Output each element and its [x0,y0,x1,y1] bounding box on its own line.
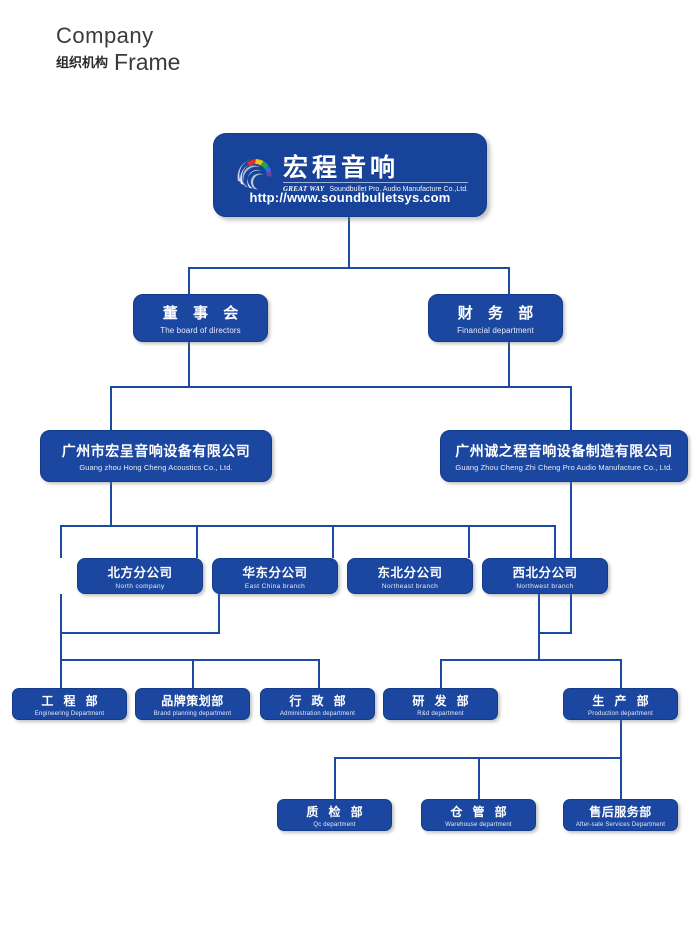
node-rd-department-en: R&d department [417,710,464,717]
node-financial-department-cn: 财 务 部 [457,303,539,322]
node-company-logo[interactable]: 宏程音响 GREAT WAY Soundbullet Pro. Audio Ma… [213,133,487,217]
node-qc-department-en: Qc department [313,821,356,828]
connector-dept-production-drop [620,659,622,688]
logo-website-url[interactable]: http://www.soundbulletsys.com [249,190,451,205]
node-branch-northeast-cn: 东北分公司 [377,565,443,580]
connector-left-group-riser-a [60,594,62,633]
connector-left-group-down-a [60,632,62,660]
title-company-word: Company [56,23,154,48]
connector-dept-brand-drop [192,659,194,688]
node-engineering-department[interactable]: 工 程 部 Engineering Department [12,688,127,720]
node-warehouse-department-cn: 仓 管 部 [450,804,510,819]
logo-company-english: Soundbullet Pro. Audio Manufacture Co.,L… [329,185,469,193]
node-production-department-en: Production department [588,710,653,717]
connector-dept-qc-drop [334,757,336,799]
node-branch-east-china[interactable]: 华东分公司 East China branch [212,558,338,594]
node-warehouse-department-en: Warehouse department [445,821,512,828]
connector-departments-bar-right [440,659,622,661]
node-board-of-directors-en: The board of directors [160,325,241,335]
node-brand-planning-department[interactable]: 品牌策划部 Brand planning department [135,688,250,720]
node-branch-northwest[interactable]: 西北分公司 Northwest branch [482,558,608,594]
connector-logo-stem [348,215,350,268]
node-company-hong-cheng-cn: 广州市宏呈音响设备有限公司 [61,443,251,460]
logo-great-way-text: GREAT WAY [282,184,325,193]
node-company-cheng-zhi-cheng[interactable]: 广州诚之程音响设备制造有限公司 Guang Zhou Cheng Zhi Che… [440,430,688,482]
title-chinese: 组织机构 [56,56,109,71]
node-branch-northwest-en: Northwest branch [516,583,574,590]
connector-company-left-stem [110,482,112,526]
node-branch-east-china-cn: 华东分公司 [242,565,308,580]
node-aftersale-services-department-en: After-sale Services Department [575,821,666,828]
connector-branch-northwest-drop [468,525,470,558]
connector-departments-bar-left [60,659,320,661]
connector-board-drop [188,267,190,294]
connector-company-left-drop [110,386,112,430]
connector-finance-drop [508,267,510,294]
node-branch-northeast[interactable]: 东北分公司 Northeast branch [347,558,473,594]
connector-dept-rd-drop [440,659,442,688]
node-brand-planning-department-cn: 品牌策划部 [161,693,224,708]
node-administration-department-en: Administration department [279,710,356,717]
node-board-of-directors[interactable]: 董 事 会 The board of directors [133,294,268,342]
node-aftersale-services-department[interactable]: 售后服务部 After-sale Services Department [563,799,678,831]
connector-branches-bar [60,525,556,527]
connector-level2-bar [188,267,510,269]
connector-left-group-riser-b [218,594,220,633]
connector-branch-northeast-drop [332,525,334,558]
node-branch-north-en: North company [115,583,165,590]
connector-level3-bar [110,386,572,388]
node-branch-northwest-cn: 西北分公司 [512,565,578,580]
node-financial-department-en: Financial department [457,325,534,335]
node-engineering-department-en: Engineering Department [34,710,105,717]
node-rd-department[interactable]: 研 发 部 R&d department [383,688,498,720]
node-financial-department[interactable]: 财 务 部 Financial department [428,294,563,342]
connector-company-right-stem [570,482,572,632]
connector-right-group-riser [538,594,540,633]
connector-right-group-down [538,632,540,660]
node-rd-department-cn: 研 发 部 [412,693,472,708]
node-production-department-cn: 生 产 部 [592,693,652,708]
page-title: Company 组织机构 Frame [56,23,181,75]
connector-company-right-drop [570,386,572,430]
swirl-globe-logo-icon [232,151,276,195]
node-company-hong-cheng[interactable]: 广州市宏呈音响设备有限公司 Guang zhou Hong Cheng Acou… [40,430,272,482]
node-brand-planning-department-en: Brand planning department [153,710,232,717]
node-qc-department[interactable]: 质 检 部 Qc department [277,799,392,831]
node-aftersale-services-department-cn: 售后服务部 [589,804,652,819]
node-branch-east-china-en: East China branch [244,583,306,590]
node-branch-north[interactable]: 北方分公司 North company [77,558,203,594]
node-company-cheng-zhi-cheng-en: Guang Zhou Cheng Zhi Cheng Pro Audio Man… [455,462,673,472]
node-company-hong-cheng-en: Guang zhou Hong Cheng Acoustics Co., Ltd… [79,462,233,472]
connector-left-group-top-bar [60,632,220,634]
node-branch-northeast-en: Northeast branch [381,583,439,590]
connector-board-stem [188,342,190,387]
connector-dept-aftersale-drop [620,757,622,799]
node-engineering-department-cn: 工 程 部 [41,693,101,708]
node-warehouse-department[interactable]: 仓 管 部 Warehouse department [421,799,536,831]
node-qc-department-cn: 质 检 部 [306,804,366,819]
connector-finance-stem [508,342,510,387]
logo-brand-chinese: 宏程音响 [282,152,399,182]
node-company-cheng-zhi-cheng-cn: 广州诚之程音响设备制造有限公司 [455,443,673,460]
connector-dept-warehouse-drop [478,757,480,799]
connector-branch-northwest-right-drop [554,525,556,558]
connector-dept-engineering-drop [60,659,62,688]
connector-right-group-top-bar [538,632,572,634]
node-branch-north-cn: 北方分公司 [107,565,173,580]
node-board-of-directors-cn: 董 事 会 [162,303,244,322]
logo-divider [282,181,469,183]
connector-production-stem [620,720,622,759]
node-production-department[interactable]: 生 产 部 Production department [563,688,678,720]
title-frame-word: Frame [114,49,181,75]
connector-branch-east-drop [196,525,198,558]
connector-branch-north-drop [60,525,62,558]
node-administration-department-cn: 行 政 部 [289,693,349,708]
node-administration-department[interactable]: 行 政 部 Administration department [260,688,375,720]
connector-dept-admin-drop [318,659,320,688]
